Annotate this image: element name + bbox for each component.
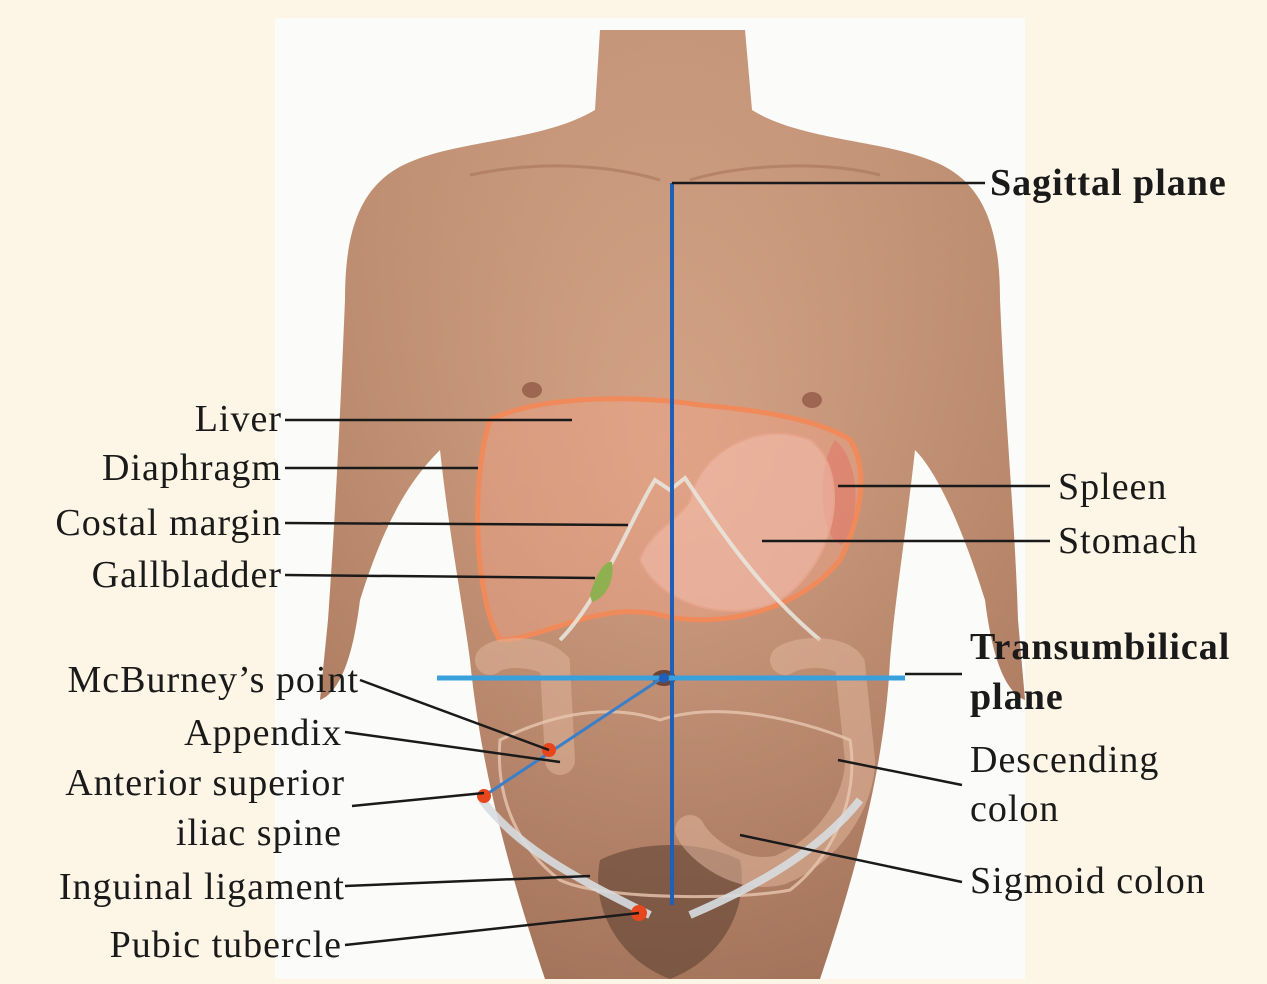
asis-label-line1: Anterior superior (65, 763, 345, 803)
pubic-tubercle-label: Pubic tubercle (110, 925, 342, 965)
liver-label: Liver (195, 399, 282, 439)
right-nipple (802, 392, 822, 408)
costal-margin-label: Costal margin (55, 503, 282, 543)
asis-label-line2: iliac spine (176, 813, 342, 853)
descending-colon-label-line2: colon (970, 789, 1059, 829)
appendix-label: Appendix (184, 713, 342, 753)
inguinal-ligament-label: Inguinal ligament (59, 867, 345, 907)
stomach-label: Stomach (1058, 521, 1198, 561)
umbilicus-dot (659, 673, 669, 683)
transumbilical-plane-label-line1: Transumbilical (970, 627, 1230, 667)
spleen-label: Spleen (1058, 467, 1167, 507)
asis-dot (477, 789, 491, 803)
diaphragm-label: Diaphragm (102, 448, 282, 488)
gallbladder-label: Gallbladder (92, 555, 282, 595)
sigmoid-colon-label: Sigmoid colon (970, 861, 1206, 901)
transumbilical-plane-label-line2: plane (970, 677, 1064, 717)
left-nipple (522, 382, 542, 398)
sagittal-plane-label: Sagittal plane (990, 163, 1227, 203)
descending-colon-label-line1: Descending (970, 740, 1159, 780)
mcburney-label: McBurney’s point (68, 660, 359, 700)
